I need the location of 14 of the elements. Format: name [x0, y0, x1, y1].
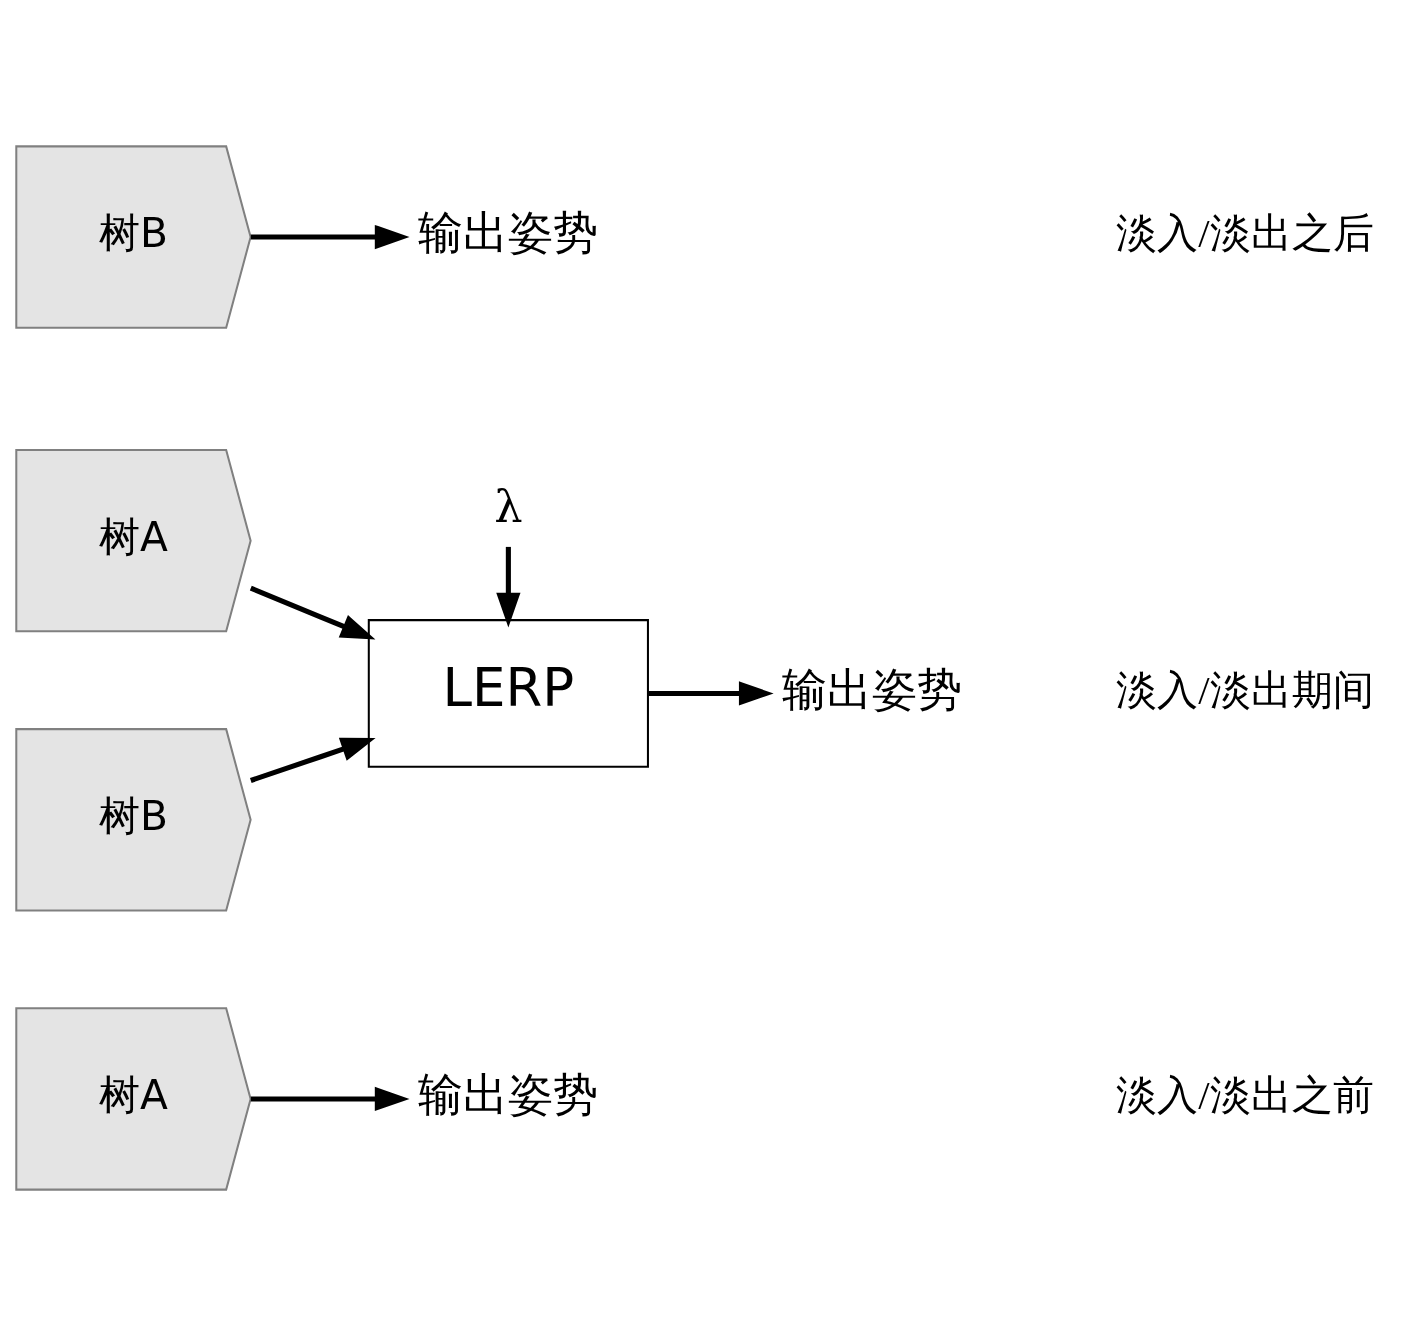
node-box: LERP	[367, 619, 649, 768]
arrow	[250, 1086, 410, 1112]
label: 淡入/淡出期间	[1116, 667, 1374, 713]
arrow	[250, 224, 410, 250]
arrow	[496, 546, 521, 628]
node-text: λ	[494, 479, 523, 533]
label: 淡入/淡出之后	[1116, 211, 1374, 257]
node-text: 输出姿势	[782, 662, 963, 716]
arrow	[249, 585, 376, 640]
arrow	[249, 737, 376, 783]
arrow	[648, 681, 774, 706]
node-text: 输出姿势	[418, 206, 599, 260]
node-text: 输出姿势	[418, 1068, 599, 1122]
label: 淡入/淡出之前	[1116, 1073, 1374, 1119]
